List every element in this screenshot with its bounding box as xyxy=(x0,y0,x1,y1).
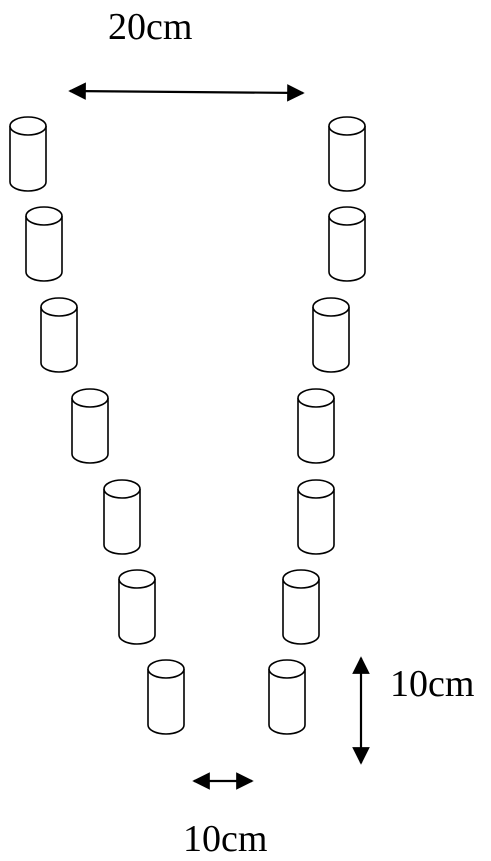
right-cylinder-6 xyxy=(282,569,320,645)
right-cylinder-4 xyxy=(297,388,335,464)
left-cylinder-4 xyxy=(71,388,109,464)
right-cylinder-2 xyxy=(328,206,366,282)
left-cylinder-3 xyxy=(40,297,78,373)
vertical-spacing-label: 10cm xyxy=(390,663,475,705)
right-cylinder-3 xyxy=(312,297,350,373)
left-cylinder-2 xyxy=(25,206,63,282)
left-cylinder-1 xyxy=(9,116,47,192)
right-cylinder-1 xyxy=(328,116,366,192)
top-width-label: 20cm xyxy=(108,6,193,48)
top-width-arrow xyxy=(68,82,305,102)
right-cylinder-column xyxy=(268,116,366,735)
right-cylinder-7 xyxy=(268,659,306,735)
left-cylinder-7 xyxy=(147,659,185,735)
left-cylinder-column xyxy=(9,116,185,735)
left-cylinder-6 xyxy=(118,569,156,645)
bottom-width-label: 10cm xyxy=(183,818,268,860)
left-cylinder-5 xyxy=(103,479,141,555)
right-cylinder-5 xyxy=(297,479,335,555)
